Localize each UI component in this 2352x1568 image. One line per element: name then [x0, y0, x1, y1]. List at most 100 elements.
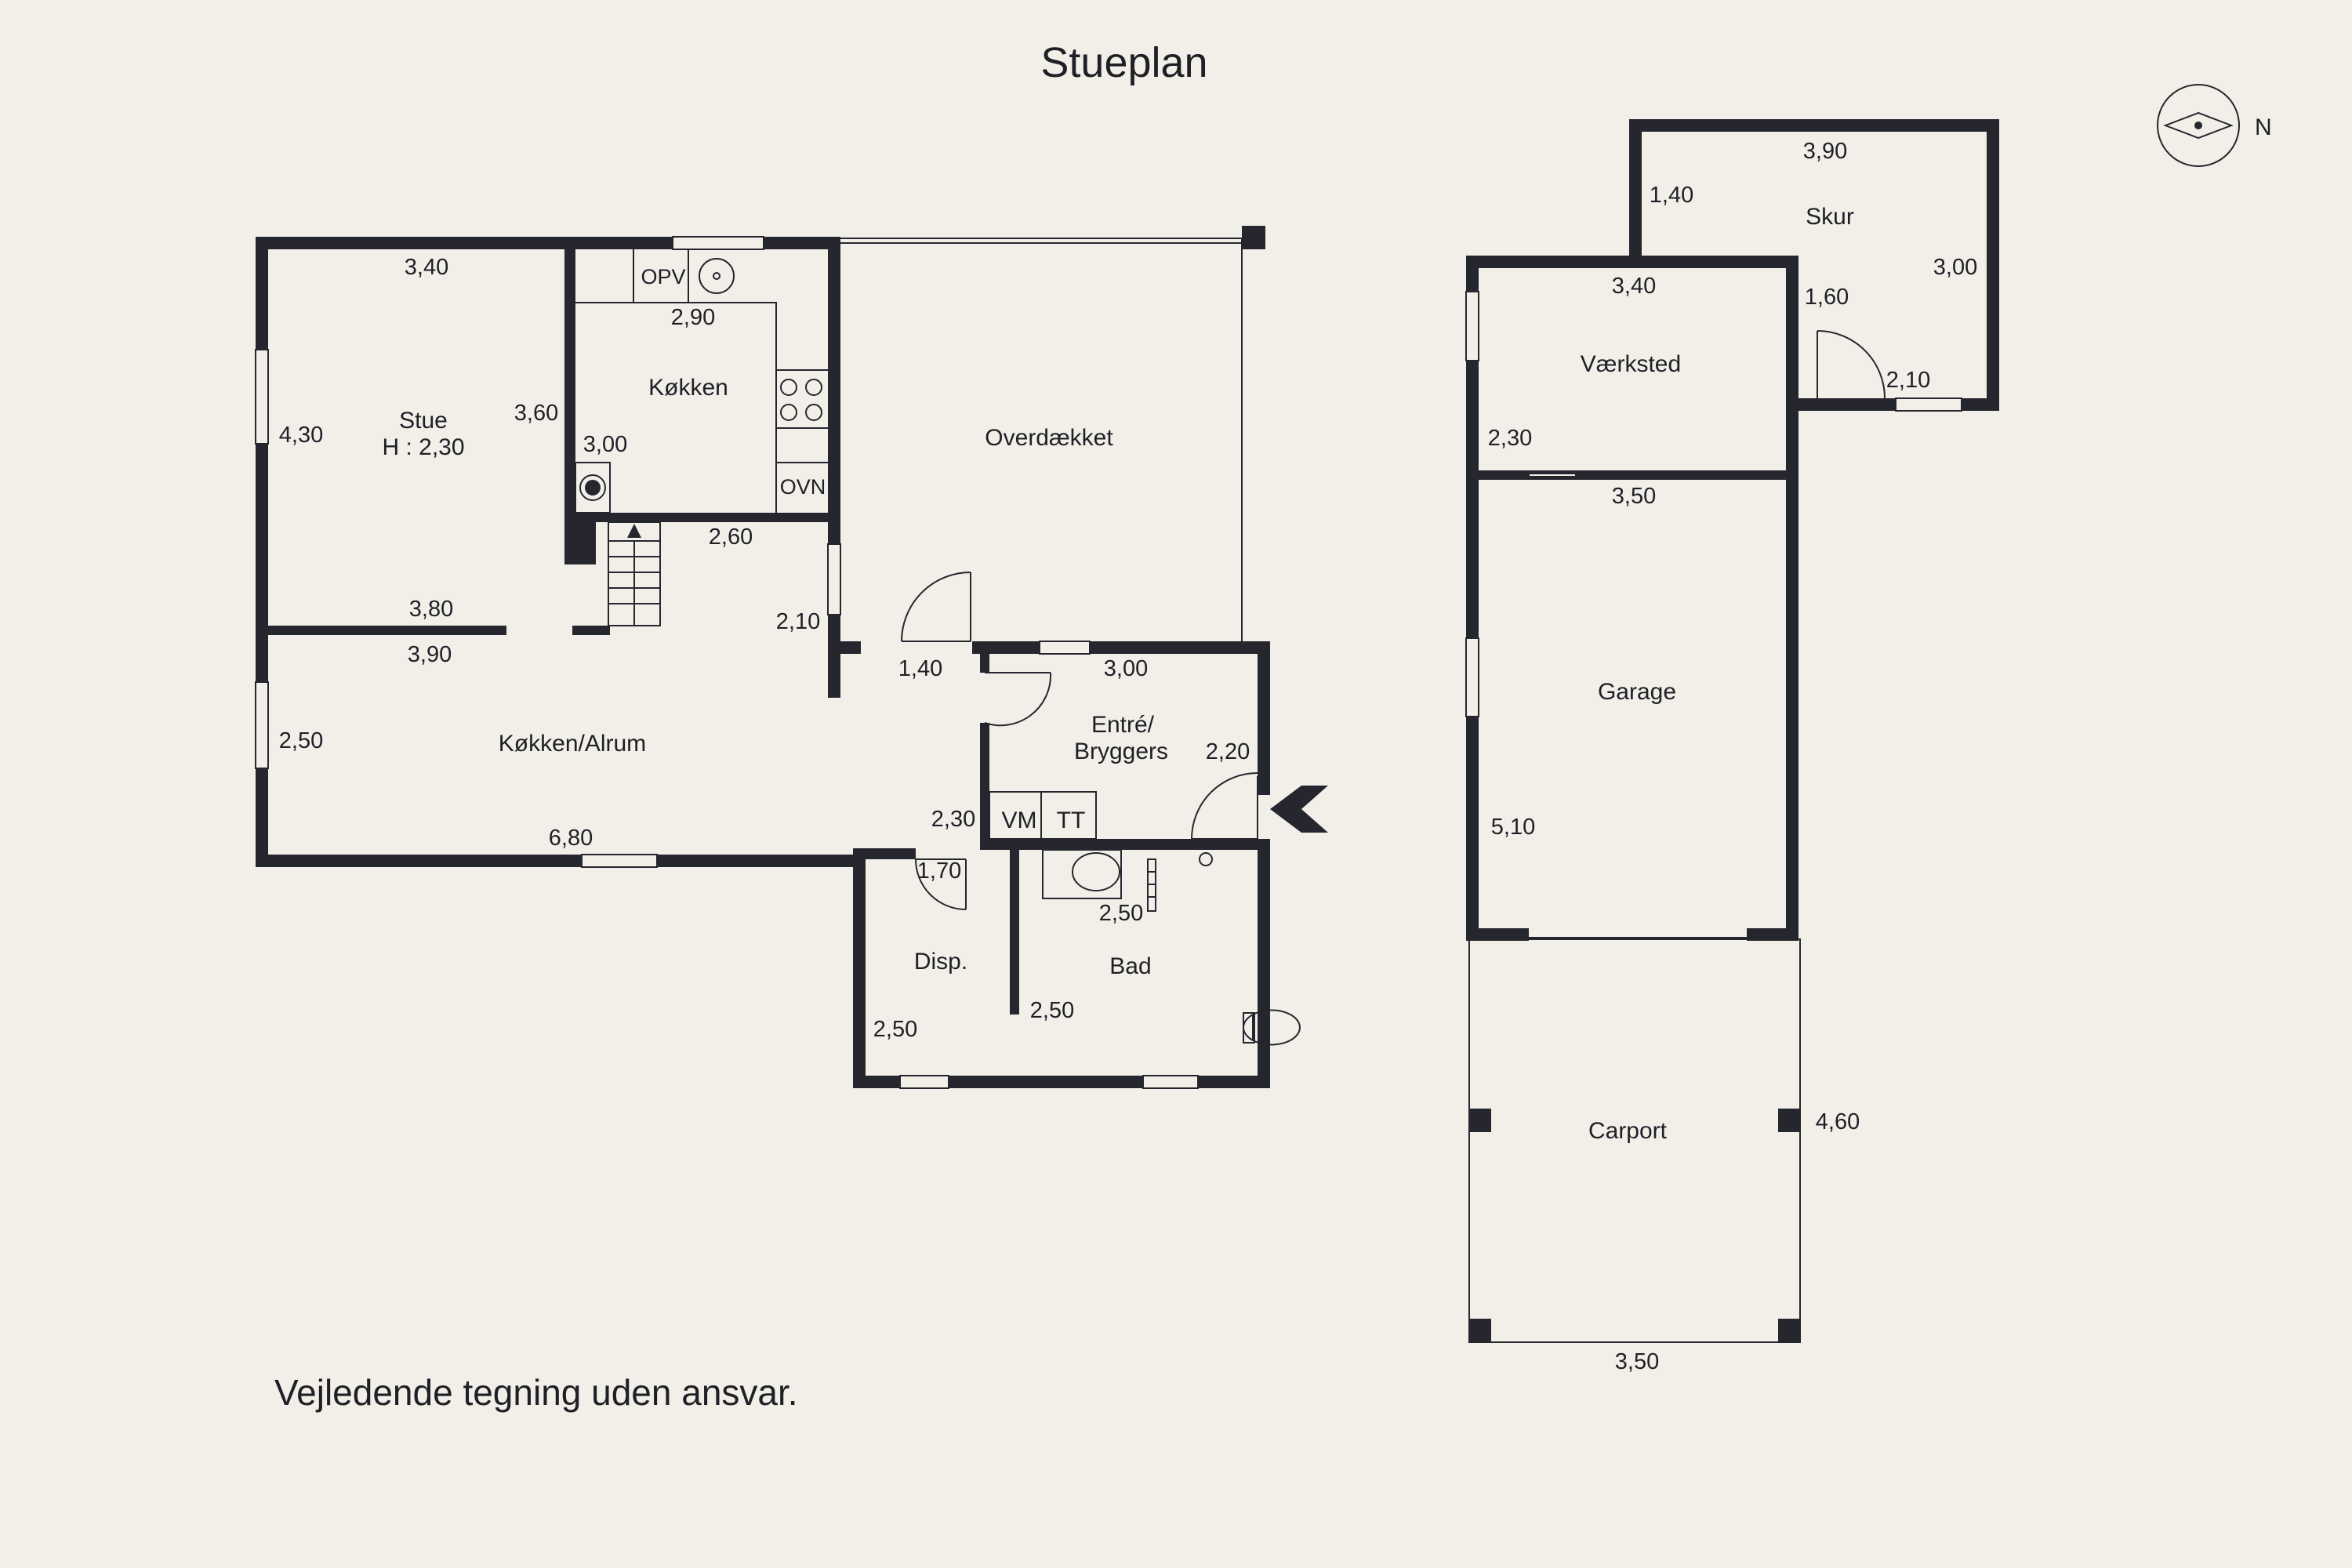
wall-entre-bad — [980, 839, 1270, 850]
room-label-bryggers: Bryggers — [1074, 739, 1168, 764]
wall-entre-west — [980, 723, 989, 848]
sliding-door-vaerksted — [1528, 473, 1577, 477]
room-label-disp: Disp. — [914, 949, 967, 975]
carport-post-se — [1778, 1319, 1800, 1342]
window-alrum-south — [581, 854, 658, 868]
window-alrum-west — [255, 681, 269, 769]
dim-door-width: 1,40 — [898, 656, 942, 681]
dim-alrum-right: 2,10 — [776, 609, 820, 634]
wall-stue-alrum-stub — [572, 626, 610, 635]
dim-garage-left: 5,10 — [1491, 815, 1535, 840]
dim-stue-right: 3,60 — [514, 401, 558, 426]
fixture-label-vm: VM — [1002, 808, 1037, 833]
dim-skur-inner: 1,60 — [1805, 285, 1849, 310]
window-entre-north — [1039, 641, 1091, 655]
dim-skur-top: 3,90 — [1803, 139, 1847, 164]
wall-entre-east-top — [1258, 641, 1270, 795]
dim-vaerksted-top: 3,40 — [1612, 274, 1656, 299]
dim-entre-top: 3,00 — [1104, 656, 1148, 681]
terrace-post — [1242, 226, 1265, 249]
main-house — [255, 226, 1328, 1089]
towel-rail-icon — [1147, 858, 1156, 912]
dim-disp-left: 2,50 — [873, 1017, 917, 1042]
compass-ring-icon — [2157, 84, 2240, 167]
window-bad-south — [1142, 1075, 1199, 1089]
wall-garage-west — [1466, 256, 1479, 941]
wall-entre-west-top — [980, 641, 989, 673]
wall-garage-east — [1786, 256, 1798, 941]
stove-icon — [575, 462, 611, 514]
wall-garage-south-right — [1747, 928, 1798, 941]
wall-skur-east — [1987, 119, 1999, 411]
carport-post-sw — [1469, 1319, 1491, 1342]
wall-entre-east-bottom — [1258, 839, 1270, 1088]
dim-skur-left: 1,40 — [1650, 183, 1693, 208]
room-label-stue: Stue — [399, 408, 448, 434]
wall-skur-west — [1629, 119, 1642, 262]
room-label-carport: Carport — [1588, 1118, 1668, 1144]
wall-south-alrum — [256, 855, 859, 867]
dim-bad-top: 2,50 — [1099, 901, 1143, 926]
room-label-kokken: Køkken — [648, 375, 728, 401]
dryer-box — [1040, 791, 1097, 840]
wall-bath-north-stub — [853, 848, 916, 859]
dim-bad-left: 2,50 — [1030, 998, 1074, 1023]
wall-garage-south-left — [1466, 928, 1529, 941]
wall-stair-block — [564, 513, 596, 564]
door-disp — [915, 858, 967, 910]
window-garage-west — [1465, 637, 1479, 717]
wall-garage-north — [1466, 256, 1798, 268]
room-label-alrum: Køkken/Alrum — [499, 731, 646, 757]
sink-drain-icon — [713, 272, 720, 280]
compass-needle-icon — [2163, 111, 2234, 140]
wall-west — [256, 237, 268, 867]
dim-alrum-left: 2,50 — [279, 728, 323, 753]
fixture-label-ovn: OVN — [780, 475, 826, 499]
toilet-icon — [1243, 1009, 1301, 1046]
wall-stue-kitchen — [564, 249, 575, 563]
stair-arrow-icon — [627, 524, 641, 538]
wall-skur-north — [1629, 119, 1999, 132]
dim-stue-top: 3,40 — [405, 255, 448, 280]
dim-stue-bottom: 3,80 — [409, 597, 453, 622]
fixture-label-opv: OPV — [641, 265, 685, 289]
compass: N — [2157, 84, 2272, 167]
room-height-stue: H : 2,30 — [382, 434, 464, 460]
dim-entre-left: 2,30 — [931, 807, 975, 832]
shower-icon — [1199, 852, 1213, 866]
window-vaerksted-west — [1465, 291, 1479, 361]
room-label-overdaekket: Overdækket — [985, 425, 1113, 451]
window-skur-south — [1895, 397, 1962, 412]
dim-vaerksted-bottom: 3,50 — [1612, 484, 1656, 509]
wall-vaerksted-garage-stub — [1466, 470, 1494, 480]
compass-center-icon — [2194, 122, 2202, 129]
dim-carport-bottom: 3,50 — [1615, 1349, 1659, 1374]
dim-alrum-bottom: 6,80 — [549, 826, 593, 851]
room-label-entre: Entré/ — [1091, 712, 1155, 738]
dim-alrum-top: 3,90 — [408, 642, 452, 667]
carport-post-ne — [1778, 1109, 1800, 1132]
dim-kokken-left: 3,00 — [583, 432, 627, 457]
bath-counter — [1042, 849, 1122, 899]
wall-alrum-entre-top — [828, 641, 861, 654]
stairs — [608, 521, 661, 626]
carport-outline — [1468, 938, 1801, 1343]
carport-post-nw — [1469, 1109, 1491, 1132]
door-entrance — [1191, 772, 1258, 840]
dim-stue-left: 4,30 — [279, 423, 323, 448]
page-title: Stueplan — [1040, 39, 1207, 86]
window-alrum-east — [827, 543, 841, 615]
dim-kokken-top: 2,90 — [671, 305, 715, 330]
dim-kokken-bottom: 2,60 — [709, 524, 753, 550]
wall-bath-west — [853, 848, 866, 1088]
wall-stue-alrum — [268, 626, 506, 635]
compass-label: N — [2255, 114, 2272, 140]
room-label-vaerksted: Værksted — [1581, 351, 1681, 377]
dimension-labels: 3,40 4,30 3,60 3,80 2,90 3,00 2,60 3,90 … — [279, 139, 1977, 1374]
hob-icon — [780, 379, 822, 421]
wall-kitchen-east — [828, 237, 840, 698]
disclaimer-note: Vejledende tegning uden ansvar. — [274, 1372, 798, 1413]
door-terrace — [901, 572, 971, 642]
dim-skur-bottom: 2,10 — [1886, 368, 1930, 393]
